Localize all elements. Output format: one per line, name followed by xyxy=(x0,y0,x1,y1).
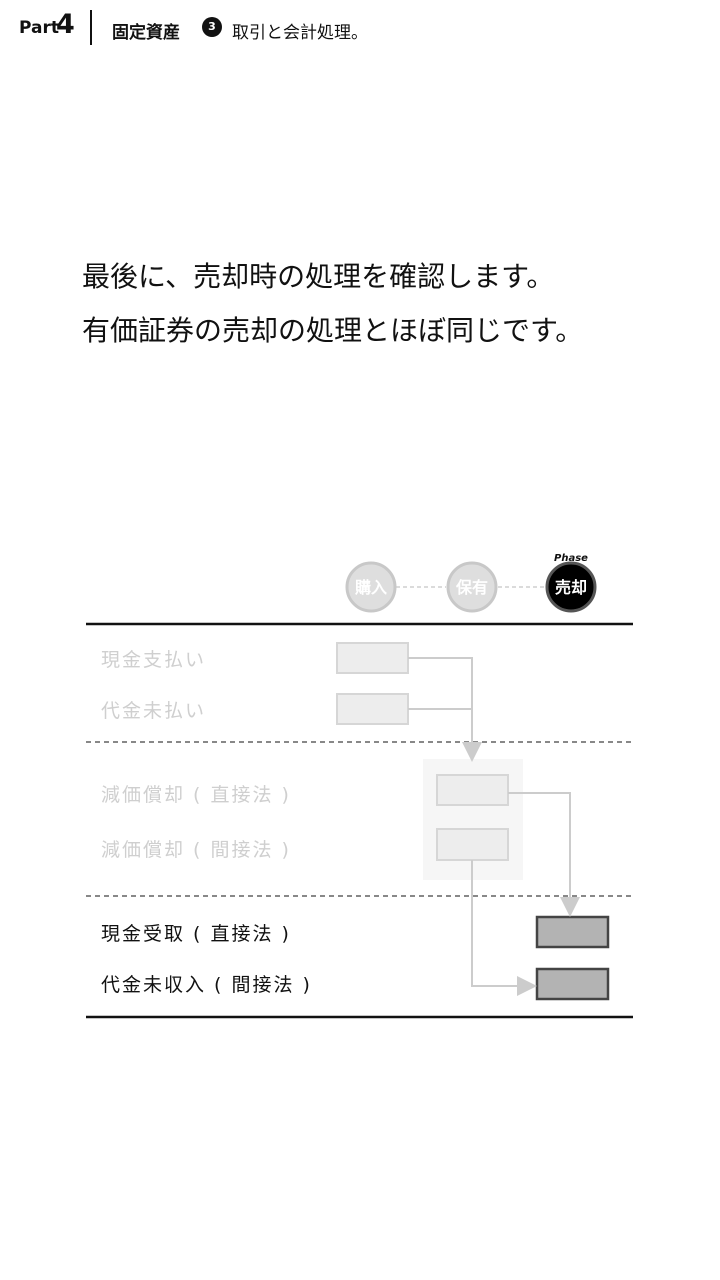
row-label-dep-direct: 減価償却 ( 直接法 ) xyxy=(101,784,291,806)
phase-purchase-label: 購入 xyxy=(354,578,387,597)
phase-sale-circle[interactable] xyxy=(545,561,597,613)
diagram-canvas: 購入 保有 売却 Phase xyxy=(86,553,633,1019)
part-label: Part xyxy=(19,18,59,38)
arrow-indirect-to-receivable xyxy=(471,860,537,996)
header-divider xyxy=(90,10,92,45)
chapter-title: 固定資産 xyxy=(112,23,180,43)
unpaid-box xyxy=(336,693,409,725)
row-label-receivable: 代金未収入 ( 間接法 ) xyxy=(101,974,312,996)
sale-flow-diagram: 購入 保有 売却 Phase 現金支払い 代金未払い 減価償却 ( 直接法 ) … xyxy=(0,540,720,1040)
dep-indirect-box xyxy=(436,828,509,861)
cash-received-box xyxy=(535,915,610,949)
cash-paid-box xyxy=(336,642,409,674)
lead-line-2: 有価証券の売却の処理とほぼ同じです。 xyxy=(82,314,584,347)
section-number-badge: 3 xyxy=(202,17,222,37)
receivable-box xyxy=(535,967,610,1001)
dep-direct-box xyxy=(436,774,509,806)
section-title: 取引と会計処理。 xyxy=(232,23,368,43)
phase-hold-label: 保有 xyxy=(455,578,488,597)
arrow-direct-to-cash-received xyxy=(508,792,580,917)
row-label-cash-received: 現金受取 ( 直接法 ) xyxy=(101,923,291,945)
row-label-unpaid: 代金未払い xyxy=(101,700,207,722)
page-header: Part 4 固定資産 3 取引と会計処理。 xyxy=(0,0,720,60)
phase-caption: Phase xyxy=(554,553,588,564)
phase-hold-circle[interactable] xyxy=(446,561,498,613)
lead-line-1: 最後に、売却時の処理を確認します。 xyxy=(82,260,555,293)
phase-purchase-circle[interactable] xyxy=(345,561,397,613)
lead-text: 最後に、売却時の処理を確認します。 有価証券の売却の処理とほぼ同じです。 xyxy=(82,250,583,358)
phase-sale-label: 売却 xyxy=(555,578,587,597)
part-number: 4 xyxy=(56,9,75,40)
row-label-dep-indirect: 減価償却 ( 間接法 ) xyxy=(101,839,291,861)
arrow-cash-paid-to-depreciation xyxy=(408,657,482,762)
row-label-cash-paid: 現金支払い xyxy=(101,649,207,671)
